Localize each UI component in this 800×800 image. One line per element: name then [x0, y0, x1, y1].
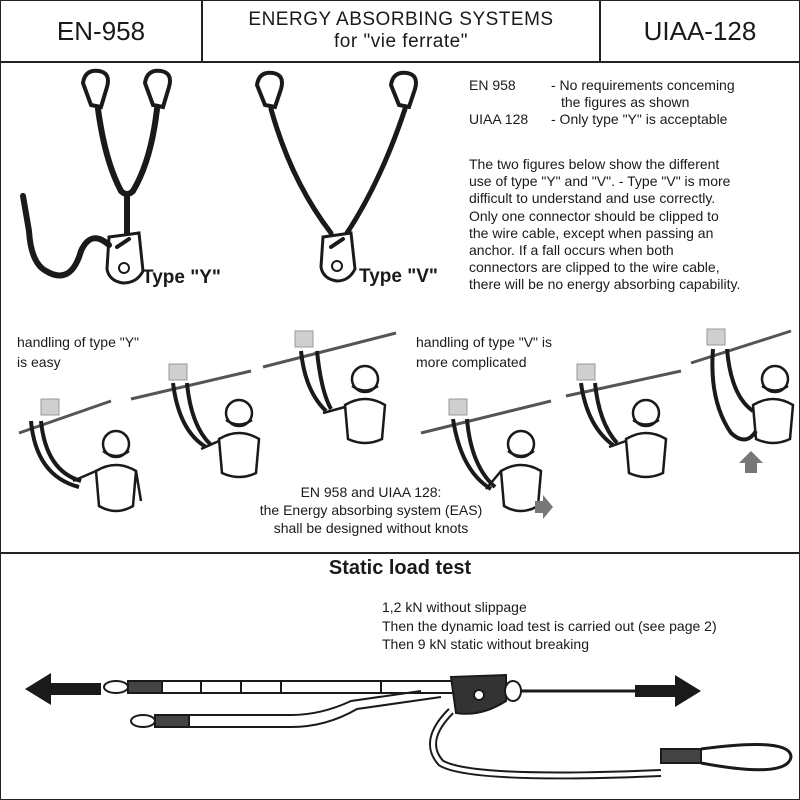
- handling-v-caption: handling of type "V" is more complicated: [416, 332, 552, 372]
- section-divider: [1, 552, 799, 554]
- requirements-list: EN 958 - No requirements conceming the f…: [469, 77, 735, 128]
- arrow-right-icon: [635, 675, 701, 707]
- handling-y-caption: handling of type "Y" is easy: [17, 332, 139, 372]
- standard-en958-label: EN-958: [1, 1, 203, 61]
- note-line: shall be designed without knots: [273, 520, 469, 536]
- handling-v-line-2: more complicated: [416, 354, 527, 370]
- description-line: connectors are clipped to the wire cable…: [469, 259, 720, 276]
- description-line: anchor. If a fall occurs when both: [469, 241, 674, 258]
- carabiner-icon: [388, 70, 418, 110]
- description-line: Only one connector should be clipped to: [469, 207, 719, 224]
- climber-figure-y1: [29, 420, 143, 513]
- handling-y-line-1: handling of type "Y": [17, 334, 140, 350]
- arrow-left-icon: [25, 673, 101, 705]
- absorber-plate-icon: [319, 231, 357, 283]
- test-step: Then the dynamic load test is carried ou…: [382, 617, 717, 634]
- static-load-test-title: Static load test: [328, 557, 472, 579]
- static-test-steps: 1,2 kN without slippage Then the dynamic…: [382, 599, 717, 655]
- header-bar: EN-958 ENERGY ABSORBING SYSTEMS for "vie…: [1, 1, 799, 63]
- description-line: difficult to understand and use correctl…: [469, 190, 716, 207]
- type-y-label: Type "Y": [142, 267, 221, 288]
- climber-figure-v3: [710, 348, 795, 445]
- carabiner-icon: [142, 68, 172, 110]
- description-line: the wire cable, except when passing an: [469, 224, 714, 241]
- no-knots-note: EN 958 and UIAA 128: the Energy absorbin…: [241, 483, 501, 537]
- climber-figure-y3: [299, 350, 387, 445]
- anchor-plates: [40, 328, 726, 416]
- title-line-1: ENERGY ABSORBING SYSTEMS: [248, 9, 554, 30]
- wire-cables: [18, 329, 792, 435]
- handling-y-line-2: is easy: [17, 354, 61, 370]
- note-line: EN 958 and UIAA 128:: [300, 484, 442, 500]
- requirement-text: the figures as shown: [561, 94, 690, 110]
- description-line: there will be no energy absorbing capabi…: [469, 276, 741, 293]
- standard-uiaa128-label: UIAA-128: [643, 15, 757, 46]
- handling-v-line-1: handling of type "V" is: [416, 334, 553, 350]
- requirement-code: EN 958: [469, 77, 516, 93]
- requirement-text: - No requirements conceming: [551, 77, 735, 93]
- test-step: 1,2 kN without slippage: [382, 599, 527, 615]
- climber-figure-y2: [171, 382, 261, 479]
- requirement-code: UIAA 128: [469, 111, 529, 127]
- carabiner-icon: [254, 70, 284, 110]
- description-line: The two figures below show the different: [469, 156, 720, 172]
- type-v-lanyard-illustration: [254, 70, 418, 283]
- page-title: ENERGY ABSORBING SYSTEMS for "vie ferrat…: [203, 1, 601, 61]
- test-step: Then 9 kN static without breaking: [382, 636, 589, 652]
- arrow-right-icon: [535, 495, 553, 519]
- note-line: the Energy absorbing system (EAS): [259, 502, 483, 518]
- static-load-test-illustration: [25, 673, 793, 780]
- title-line-2: for "vie ferrate": [334, 31, 468, 52]
- arrow-up-icon: [739, 451, 763, 473]
- type-v-label: Type "V": [359, 266, 438, 287]
- climber-figure-v2: [579, 382, 668, 479]
- climber-figure-v1: [451, 418, 543, 513]
- requirement-uiaa128: UIAA 128 - Only type "Y" is acceptable: [469, 111, 735, 128]
- type-y-lanyard-illustration: [20, 68, 172, 285]
- requirement-en958: EN 958 - No requirements conceming: [469, 77, 735, 94]
- requirement-en958-continued: the figures as shown: [469, 94, 735, 111]
- description-paragraph: The two figures below show the different…: [469, 156, 740, 294]
- carabiner-icon: [80, 68, 110, 110]
- requirement-text: - Only type "Y" is acceptable: [551, 111, 728, 127]
- description-line: use of type "Y" and "V". - Type "V" is m…: [469, 173, 731, 190]
